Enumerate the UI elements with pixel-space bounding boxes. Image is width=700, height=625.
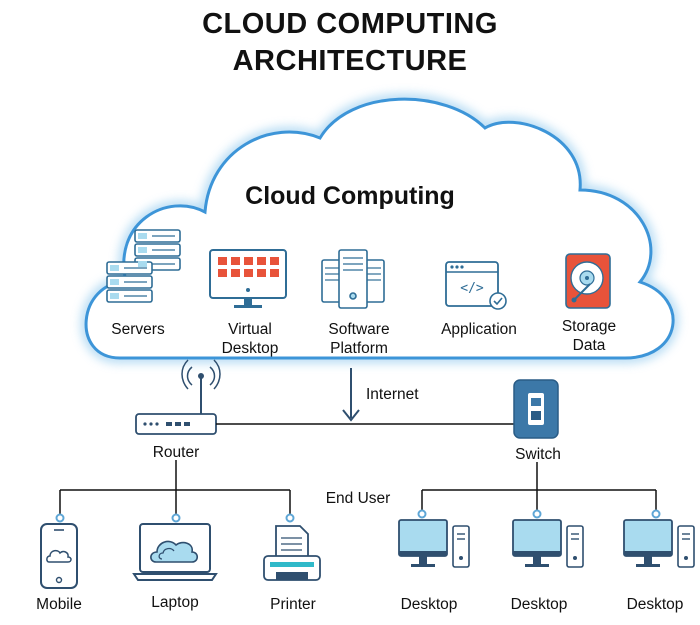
router-icon [135, 359, 221, 435]
laptop-icon [132, 523, 218, 581]
laptop-label: Laptop [151, 594, 199, 611]
service-label-servers: Servers [111, 321, 165, 338]
software-platform-icon [321, 249, 385, 309]
desktop-label-2: Desktop [510, 596, 568, 613]
diagram-title-line1: CLOUD COMPUTING [202, 8, 498, 40]
switch-label: Switch [515, 446, 561, 463]
internet-label: Internet [366, 386, 419, 403]
desktop-label-1: Desktop [400, 596, 458, 613]
storage-data-icon [565, 253, 611, 309]
printer-icon [263, 525, 321, 581]
printer-label: Printer [270, 596, 316, 613]
service-label-virtual-desktop: Virtual Desktop [221, 321, 279, 357]
router-device-tree [59, 460, 291, 516]
mobile-label: Mobile [36, 596, 82, 613]
desktop-icon-2 [512, 519, 584, 568]
svg-text:</>: </> [460, 281, 484, 296]
servers-icon [106, 229, 181, 303]
mobile-icon [40, 523, 78, 589]
switch-device-tree [421, 462, 657, 512]
desktop-icon-1 [398, 519, 470, 568]
service-label-storage-data: Storage Data [561, 318, 617, 354]
cloud-title: Cloud Computing [245, 182, 455, 210]
desktop-icon-3 [623, 519, 695, 568]
switch-icon [513, 379, 559, 439]
service-label-software-platform: Software Platform [328, 321, 390, 357]
service-label-application: Application [441, 321, 517, 338]
router-tree-endpoints [55, 513, 295, 523]
internet-arrow [342, 368, 360, 422]
diagram-title-line2: ARCHITECTURE [232, 45, 468, 77]
router-label: Router [152, 444, 200, 461]
desktop-label-3: Desktop [626, 596, 684, 613]
end-user-label: End User [325, 490, 391, 507]
application-icon: </> [445, 261, 507, 310]
switch-tree-endpoints [417, 509, 661, 519]
virtual-desktop-icon [209, 249, 287, 308]
